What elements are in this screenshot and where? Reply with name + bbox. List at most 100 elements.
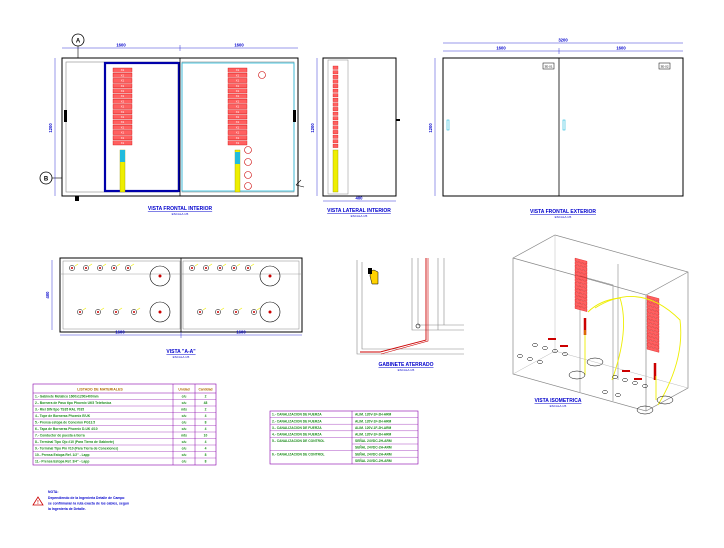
cable-gland bbox=[537, 360, 543, 364]
terminal-block bbox=[646, 329, 660, 336]
dim-ext-height: 1200 bbox=[428, 123, 433, 133]
cable-gland bbox=[542, 346, 548, 350]
terminal-label: X1 bbox=[121, 120, 125, 124]
cable-gland bbox=[69, 265, 75, 271]
materials-col-unit: Unidad bbox=[178, 388, 189, 392]
cable-gland bbox=[111, 265, 117, 271]
terminal-label: X1 bbox=[236, 94, 240, 98]
terminal-block bbox=[332, 139, 339, 144]
wire bbox=[88, 263, 93, 267]
terminal-block bbox=[332, 102, 339, 107]
terminal-block bbox=[227, 73, 248, 78]
wire bbox=[130, 263, 135, 267]
wire bbox=[236, 263, 241, 267]
dim-side-depth: 400 bbox=[356, 196, 364, 201]
terminal-block bbox=[646, 335, 660, 343]
dim-aa-depth: 400 bbox=[45, 291, 50, 299]
terminal-block bbox=[574, 291, 588, 299]
cable-gland-core bbox=[115, 311, 117, 313]
terminal-block bbox=[227, 114, 248, 120]
warning-icon bbox=[32, 496, 44, 506]
cable-gland bbox=[532, 343, 538, 347]
terminal-block bbox=[227, 99, 248, 104]
wire-tag bbox=[560, 345, 568, 347]
note-line-2: se confirmaran la ruta exacta de los cab… bbox=[48, 502, 129, 506]
cable-gland bbox=[552, 349, 558, 353]
iso-terminal-stack-right bbox=[646, 295, 660, 353]
terminal-block bbox=[646, 315, 660, 322]
cable-gland bbox=[113, 309, 119, 315]
wire-tag bbox=[548, 338, 556, 340]
terminal-block bbox=[227, 135, 248, 140]
dim-aa-left: 1600 bbox=[115, 330, 125, 335]
terminal-label: X1 bbox=[236, 120, 240, 124]
materials-qty: 8 bbox=[205, 421, 207, 425]
wire bbox=[116, 263, 121, 267]
dim-aa-right: 1600 bbox=[236, 330, 246, 335]
terminal-block bbox=[227, 109, 248, 114]
materials-qty: 4 bbox=[205, 447, 207, 451]
terminal-label: X1 bbox=[121, 79, 125, 83]
terminal-block bbox=[227, 119, 248, 125]
wire bbox=[118, 307, 123, 311]
cable-gland bbox=[245, 265, 251, 271]
terminal-block bbox=[332, 125, 339, 130]
terminal-block bbox=[646, 301, 660, 309]
materials-qty: 4 bbox=[205, 440, 207, 444]
materials-item: 5.- Prensa estopa de Conexion PG13.5 bbox=[35, 421, 95, 425]
cable-gland bbox=[125, 265, 131, 271]
cable-gland-core bbox=[199, 311, 201, 313]
cable-ref: ALIM. 120V-1F-2H-ARM bbox=[355, 433, 392, 437]
iso-terminal-stack-left bbox=[574, 257, 588, 312]
cable-gland bbox=[562, 352, 568, 356]
terminal-block bbox=[646, 339, 660, 346]
terminal-label: X1 bbox=[236, 73, 240, 77]
terminal-block bbox=[332, 111, 339, 116]
terminal-label: X1 bbox=[121, 89, 125, 93]
wire bbox=[136, 307, 141, 311]
cable-gland bbox=[527, 357, 533, 361]
terminal-block bbox=[332, 79, 339, 84]
cable-gland bbox=[215, 309, 221, 315]
cable-gland-core bbox=[85, 267, 87, 269]
svg-text:!: ! bbox=[37, 500, 39, 506]
terminal-block bbox=[646, 325, 660, 333]
materials-item: 3.- Riel DIN tipo TS35 RAL 7035 bbox=[35, 408, 84, 412]
cable-ref: SEÑAL 24VDC-2H-ARM bbox=[355, 451, 392, 456]
terminal-block bbox=[574, 288, 588, 295]
dim-side-height: 1200 bbox=[310, 123, 315, 133]
caption-front-interior: VISTA FRONTAL INTERIOR bbox=[148, 206, 213, 212]
terminal-block bbox=[112, 99, 133, 104]
terminal-block bbox=[112, 67, 133, 73]
terminal-label: X1 bbox=[236, 136, 240, 140]
cable-gland-core bbox=[79, 311, 81, 313]
materials-item: 8.- Terminal Tipo Ojo #10 (Para Tierra d… bbox=[35, 440, 114, 444]
terminal-block bbox=[112, 125, 133, 130]
terminal-block bbox=[332, 134, 339, 139]
terminal-label: X1 bbox=[121, 141, 125, 145]
materials-item: 2.- Bornera de Paso tipo Phoenix UK5 Tel… bbox=[35, 401, 111, 405]
terminal-block bbox=[646, 322, 660, 329]
terminal-label: X1 bbox=[121, 110, 125, 114]
cable-gland-core bbox=[191, 267, 193, 269]
terminal-label: X1 bbox=[236, 115, 240, 119]
terminal-block bbox=[574, 278, 588, 285]
materials-item: 6.- Tapa de Borneras Phoenix D-UK 4/10 bbox=[35, 427, 98, 431]
terminal-block bbox=[574, 274, 588, 282]
terminal-block bbox=[332, 130, 339, 134]
terminal-label: X1 bbox=[121, 99, 125, 103]
materials-table: LISTADO DE MATERIALES Unidad Cantidad 1.… bbox=[32, 383, 217, 466]
materials-item: 9.- Terminal Tipo Pin #10 (Para Tierra d… bbox=[35, 447, 118, 451]
terminal-block bbox=[574, 264, 588, 272]
terminal-block-column bbox=[332, 65, 339, 148]
cable-gland-core bbox=[133, 311, 135, 313]
terminal-label: X1 bbox=[121, 105, 125, 109]
terminal-label: X1 bbox=[236, 141, 240, 145]
terminal-block bbox=[574, 295, 588, 302]
caption-detail: GABINETE ATERRADO bbox=[379, 362, 434, 368]
cable-label: 1.- CANALIZACION DE FUERZA bbox=[272, 413, 322, 417]
materials-qty: 2 bbox=[205, 395, 207, 399]
terminal-label: X1 bbox=[121, 68, 125, 72]
terminal-block bbox=[112, 119, 133, 125]
